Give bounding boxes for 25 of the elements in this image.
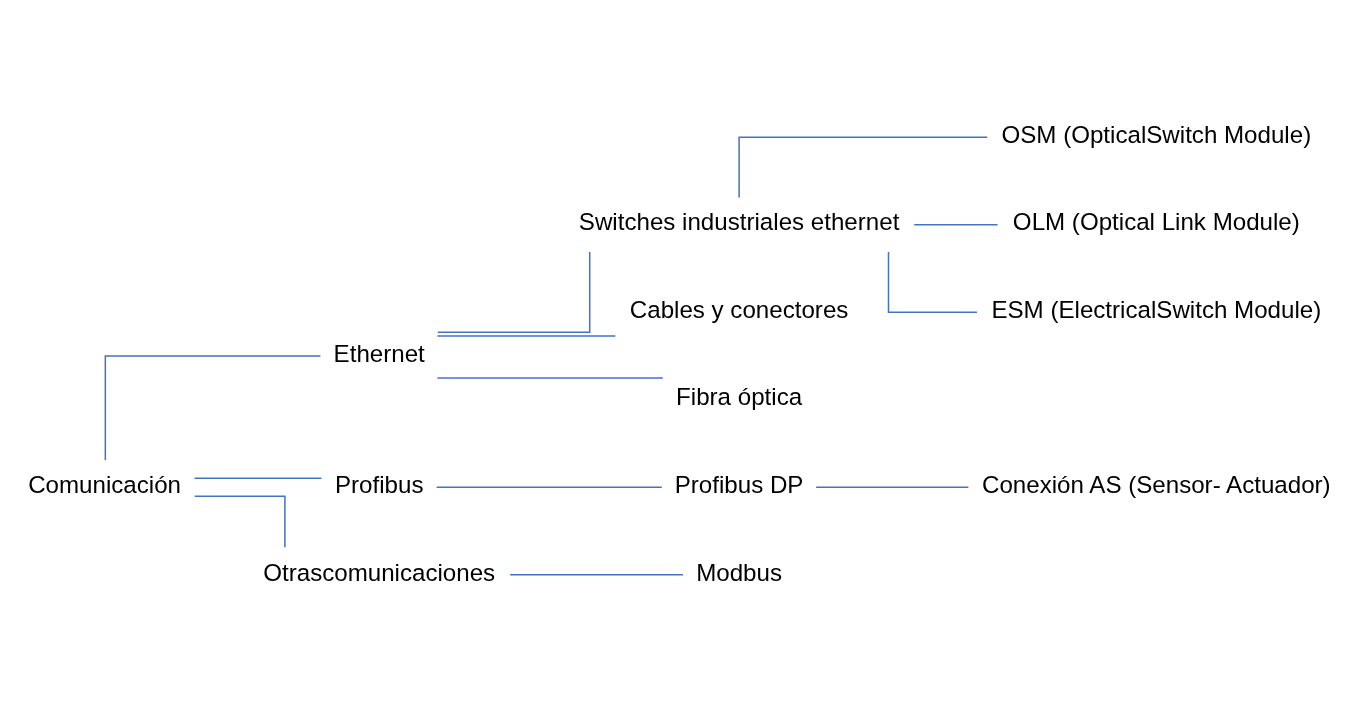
- node-text: Ethernet: [333, 339, 425, 367]
- node-text: OSM (OpticalSwitch Module): [1001, 120, 1312, 148]
- connector: [437, 251, 591, 334]
- connector: [435, 486, 663, 489]
- node-text: Conexión AS (Sensor- Actuador): [982, 471, 1331, 499]
- connector: [815, 486, 970, 489]
- node-text: Switches industriales ethernet: [578, 208, 900, 236]
- connector: [436, 377, 664, 379]
- node-text: Modbus: [696, 558, 783, 586]
- node-text: Comunicación: [28, 471, 182, 499]
- node-text: Profibus: [334, 471, 424, 499]
- node-text: Cables y conectores: [629, 295, 849, 323]
- connector: [194, 495, 286, 549]
- node-text: OLM (Optical Link Module): [1012, 208, 1300, 236]
- connector: [104, 355, 322, 461]
- connector: [509, 574, 684, 576]
- connector: [738, 136, 988, 199]
- node-text: ESM (ElectricalSwitch Module): [991, 295, 1322, 323]
- connector: [436, 335, 617, 337]
- connector: [913, 223, 999, 226]
- node-text: Fibra óptica: [676, 383, 803, 411]
- node-text: Profibus DP: [674, 471, 804, 499]
- node-text: Otrascomunicaciones: [263, 558, 496, 586]
- connector: [887, 251, 978, 313]
- connector: [193, 477, 323, 479]
